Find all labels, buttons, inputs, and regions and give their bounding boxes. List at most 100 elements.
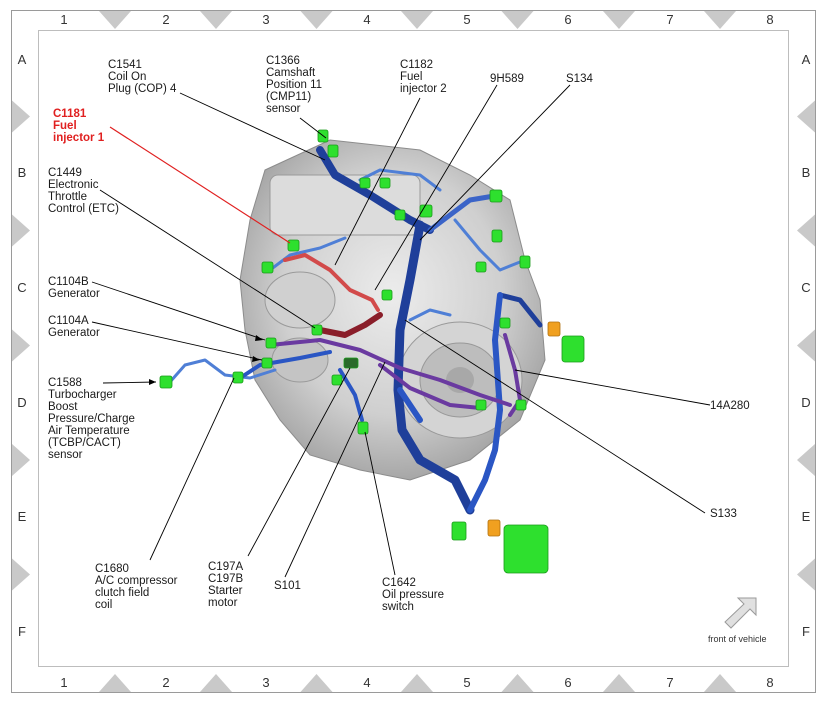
grid-marker-triangle	[300, 11, 333, 29]
row-label-left: B	[18, 165, 27, 180]
callout-line: C197A	[208, 561, 243, 573]
grid-marker-triangle	[704, 674, 736, 692]
column-label-bottom: 8	[766, 675, 773, 690]
column-label-top: 8	[766, 12, 773, 27]
connector-c197	[343, 357, 359, 369]
row-label-right: E	[802, 509, 811, 524]
c1181-leader	[109, 126, 291, 244]
leader-arrows	[149, 335, 263, 385]
grid-marker-triangle	[300, 674, 333, 692]
grid-marker-triangle	[501, 674, 534, 692]
label-9h589: 9H589	[490, 73, 524, 85]
row-label-right: A	[802, 52, 811, 67]
callout-line: A/C compressor	[95, 575, 178, 587]
callout-line: Throttle	[48, 191, 87, 203]
callout-line: Position 11	[266, 79, 322, 91]
grid-marker-triangle	[12, 558, 30, 591]
grid-marker-triangle	[797, 558, 815, 591]
callout-line: clutch field	[95, 587, 149, 599]
callout-line: C1680	[95, 563, 129, 575]
grid-marker-triangle	[603, 674, 635, 692]
callout-line: Fuel	[53, 120, 77, 132]
callout-line: switch	[382, 601, 414, 613]
grid-marker-triangle	[797, 214, 815, 247]
callout-line: Oil pressure	[382, 589, 444, 601]
label-s133: S133	[710, 508, 737, 520]
front-of-vehicle-label: front of vehicle	[708, 634, 767, 644]
connector-c1104b	[265, 337, 277, 349]
callout-line: Plug (COP) 4	[108, 83, 177, 95]
callout-line: C1588	[48, 377, 82, 389]
connector-c1449	[311, 324, 323, 336]
row-label-right: C	[801, 280, 810, 295]
connector-c1588	[159, 375, 173, 389]
callout-line: S101	[274, 580, 301, 592]
callout-line: C1366	[266, 55, 300, 67]
grid-marker-triangle	[401, 11, 433, 29]
callout-line: Boost	[48, 401, 78, 413]
connector-c1182	[359, 177, 371, 189]
callout-line: Air Temperature	[48, 425, 130, 437]
label-14a280: 14A280	[710, 400, 750, 412]
grid-marker-triangle	[99, 11, 131, 29]
callout-line: Generator	[48, 288, 100, 300]
callout-line: motor	[208, 597, 238, 609]
connector-c1541	[327, 144, 339, 158]
column-label-bottom: 2	[162, 675, 169, 690]
column-label-bottom: 4	[363, 675, 370, 690]
row-label-right: F	[802, 624, 810, 639]
diagram-inner-border	[38, 30, 789, 667]
leader-lines	[91, 84, 711, 578]
row-label-right: D	[801, 395, 810, 410]
callout-line: S134	[566, 73, 593, 85]
callout-line: Pressure/Charge	[48, 413, 135, 425]
callout-line: coil	[95, 599, 112, 611]
grid-marker-triangle	[12, 214, 30, 247]
callout-line: Coil On	[108, 71, 146, 83]
grid-marker-triangle	[401, 674, 433, 692]
connector-large-e6	[503, 524, 549, 574]
column-label-bottom: 7	[666, 675, 673, 690]
callout-line: C1541	[108, 59, 142, 71]
label-s101: S101	[274, 580, 301, 592]
callout-line: C1104B	[48, 276, 89, 288]
column-label-top: 6	[564, 12, 571, 27]
callout-line: sensor	[266, 103, 301, 115]
callout-line: C1182	[400, 59, 433, 71]
column-label-top: 4	[363, 12, 370, 27]
grid-marker-triangle	[704, 11, 736, 29]
row-label-left: F	[18, 624, 26, 639]
grid-marker-triangle	[12, 329, 30, 362]
callout-line: (TCBP/CACT)	[48, 437, 121, 449]
grid-marker-triangle	[200, 674, 232, 692]
callout-line: C1642	[382, 577, 416, 589]
front-of-vehicle-arrow-icon	[724, 597, 757, 629]
callout-line: Control (ETC)	[48, 203, 119, 215]
callout-line: Turbocharger	[48, 389, 117, 401]
grid-marker-triangle	[12, 100, 30, 133]
callout-line: C1181	[53, 108, 87, 120]
callout-line: S133	[710, 508, 737, 520]
grid-marker-triangle	[797, 329, 815, 362]
grid-marker-triangle	[501, 11, 534, 29]
callout-line: sensor	[48, 449, 83, 461]
diagram-frame	[11, 10, 816, 693]
callout-line: injector 2	[400, 83, 447, 95]
connectors	[159, 129, 585, 574]
orange-connectors	[487, 321, 561, 537]
connector-c1449-area	[261, 261, 274, 274]
connector-c1642	[357, 421, 369, 435]
column-label-top: 5	[463, 12, 470, 27]
column-label-top: 3	[262, 12, 269, 27]
column-label-bottom: 5	[463, 675, 470, 690]
callout-line: Fuel	[400, 71, 422, 83]
